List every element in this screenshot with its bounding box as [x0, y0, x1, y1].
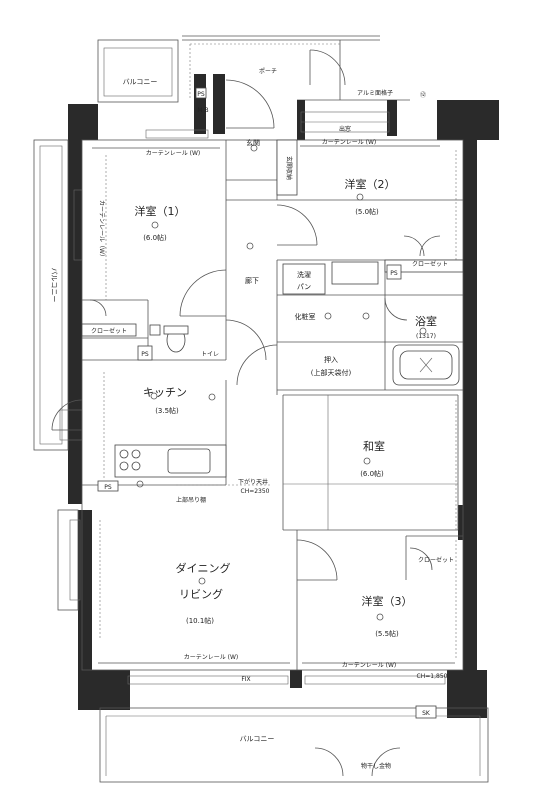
room-bath-size: (1317) [416, 333, 436, 340]
label-closet-w3: クローゼット [418, 556, 454, 564]
label-curtain-top-right: カーテンレール (W) [322, 139, 377, 146]
room-western2-name: 洋室（2） [345, 177, 396, 191]
room-living-size: (10.1帖) [186, 616, 214, 625]
room-living-line1: ダイニング [176, 561, 231, 575]
room-western3-size: (5.5帖) [375, 629, 399, 638]
label-curtain-top-left: カーテンレール (W) [146, 150, 201, 157]
room-japanese-size: (6.0帖) [360, 469, 384, 478]
room-western1-name: 洋室（1） [135, 204, 186, 218]
room-laundry-line1: 洗濯 [297, 270, 311, 279]
room-bath: 浴室 [415, 314, 437, 328]
label-porch: ポーチ [259, 67, 277, 75]
annotation-labels: ポーチ バルコニー バルコニー バルコニー アルミ面格子 ⑫ 出窓 カーテンレー… [50, 67, 454, 770]
label-ps-toilet: PS [141, 351, 149, 358]
curtain-rails [92, 111, 455, 685]
room-storage-line1: 押入 [324, 355, 338, 364]
internal-walls [82, 140, 463, 670]
label-balcony-left: バルコニー [50, 268, 58, 303]
label-curtain-left-upper: カーテンレール（W） [98, 200, 105, 260]
label-ch2350: CH=2350 [241, 488, 270, 495]
label-mb: M B [197, 107, 208, 114]
room-japanese-name: 和室 [363, 439, 385, 453]
interior-outline [33, 139, 489, 783]
room-toilet: トイレ [201, 351, 219, 358]
room-powder: 化粧室 [295, 312, 316, 321]
label-window: 出窓 [339, 125, 351, 133]
room-labels: 洋室（1） (6.0帖) 洋室（2） (5.0帖) 洋室（3） (5.5帖) 和… [135, 138, 438, 638]
label-ps-kitchen: PS [104, 484, 112, 491]
label-ch1850: CH=1,850 [417, 673, 448, 680]
label-drying-hardware: 物干し金物 [361, 762, 391, 770]
label-balcony-bottom: バルコニー [240, 735, 275, 743]
room-hallway: 廊下 [245, 276, 259, 285]
room-entrance: 玄関 [246, 138, 260, 147]
room-storage-line2: (上部天袋付) [311, 368, 352, 377]
room-laundry-line2: パン [297, 283, 311, 291]
label-ceiling-drop: 下がり天井 [238, 478, 268, 486]
room-western1-size: (6.0帖) [143, 233, 167, 242]
label-closet-left: クローゼット [91, 327, 127, 335]
label-upper-storage: 上部吊り棚 [176, 496, 206, 504]
room-living-line2: リビング [179, 587, 223, 601]
label-ps-entrance: PS [197, 91, 205, 98]
left-windows [51, 189, 83, 601]
label-closet-w2: クローゼット [412, 260, 448, 268]
label-ps-bath: PS [390, 270, 398, 277]
room-western3-name: 洋室（3） [362, 594, 413, 608]
label-sk: SK [422, 710, 431, 717]
label-fix: FIX [241, 676, 250, 683]
fixtures [81, 87, 464, 719]
door-swings [89, 79, 441, 581]
label-aluminum: アルミ面格子 [357, 89, 393, 97]
label-curtain-bottom-right: カーテンレール (W) [342, 662, 397, 669]
stove-burners [119, 449, 141, 471]
label-circle-num: ⑫ [420, 91, 426, 99]
label-entrance-storage: 玄関収納 [285, 156, 293, 180]
label-curtain-bottom-left: カーテンレール (W) [184, 654, 239, 661]
room-kitchen-size: (3.5帖) [155, 406, 179, 415]
room-kitchen-name: キッチン [143, 386, 187, 399]
label-balcony-top: バルコニー [123, 78, 158, 86]
room-western2-size: (5.0帖) [355, 207, 379, 216]
